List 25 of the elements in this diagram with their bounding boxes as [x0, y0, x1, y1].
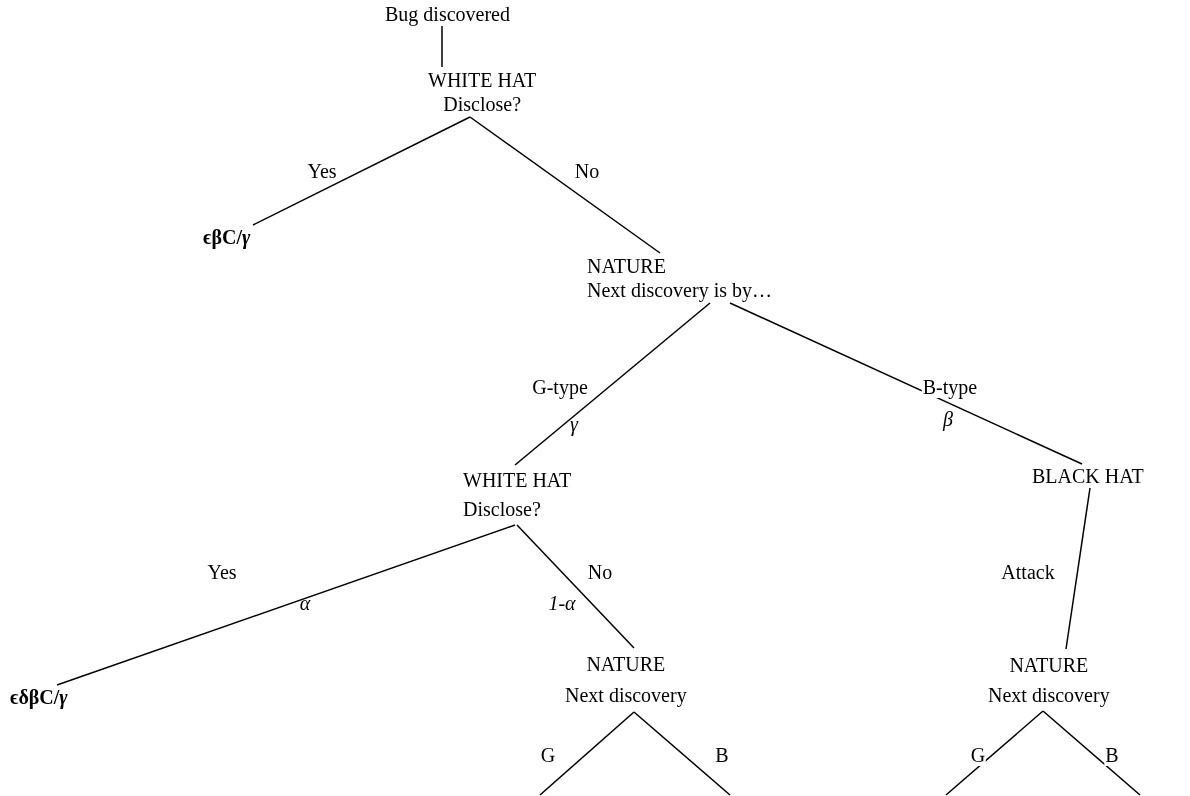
decision-node-label: NATURE Next discovery is by… — [587, 254, 772, 302]
branch-line — [514, 302, 711, 466]
probability-label: 1-α — [547, 592, 577, 614]
probability-label: γ — [569, 413, 579, 435]
outcome-label: ϵβC/γ — [203, 226, 251, 248]
branch-line — [729, 302, 1083, 465]
branch-line — [633, 711, 731, 796]
branch-line — [56, 524, 516, 686]
branch-line — [1042, 710, 1141, 796]
outcome-label: BLACK HAT — [1032, 465, 1144, 487]
probability-label: β — [942, 408, 954, 430]
decision-node-label: NATURE Next discovery — [565, 649, 687, 711]
decision-node-label: WHITE HAT Disclose? — [428, 68, 537, 116]
branch-line — [539, 711, 635, 796]
decision-node-label: WHITE HAT Disclose? — [463, 466, 572, 524]
decision-node-label: NATURE Next discovery — [988, 650, 1110, 710]
outcome-label: Bug discovered — [385, 3, 510, 25]
outcome-label: ϵδβC/γ — [10, 686, 68, 708]
branch-line — [516, 524, 635, 649]
branch-line — [945, 710, 1044, 796]
branch-line — [1065, 487, 1091, 650]
branch-line — [469, 116, 661, 254]
probability-label: α — [298, 592, 312, 614]
branch-line — [252, 116, 471, 226]
branch-line — [441, 25, 443, 68]
